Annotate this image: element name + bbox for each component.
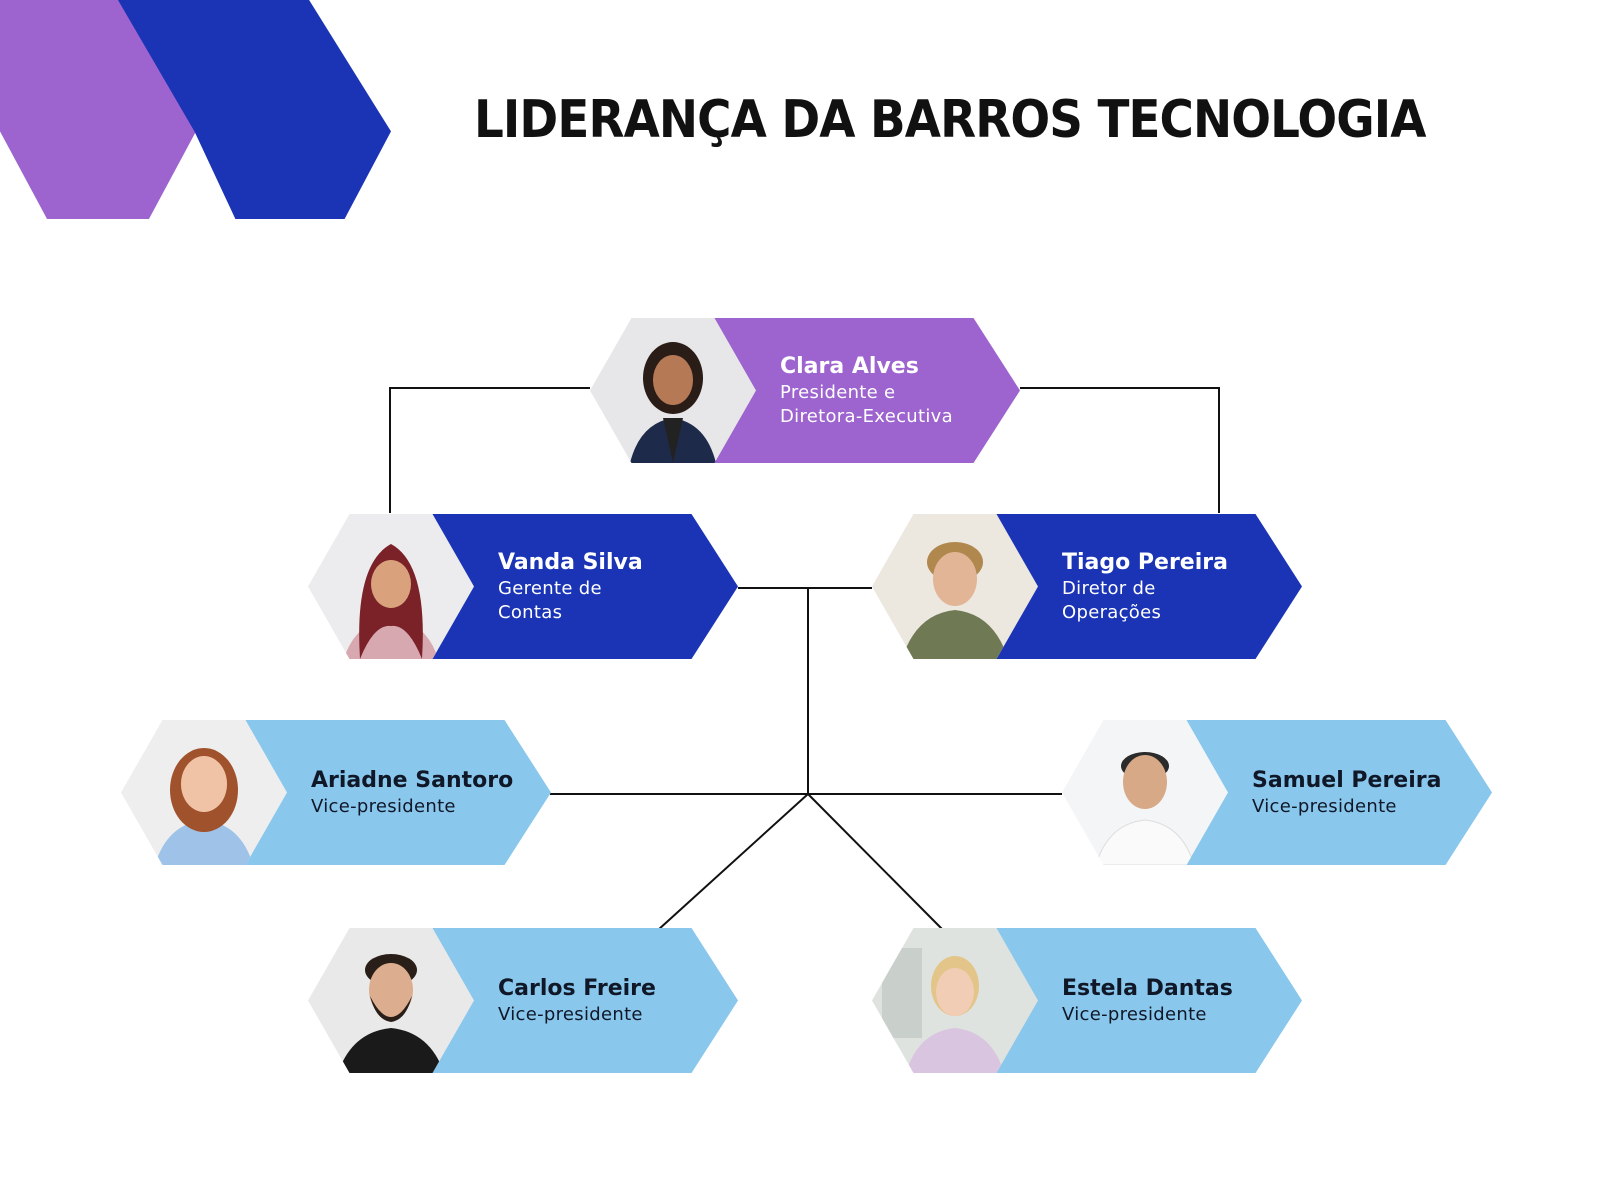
person-role: Vice-presidente xyxy=(1062,1003,1207,1025)
person-role: Vice-presidente xyxy=(1252,795,1397,817)
org-card-carlos: Carlos Freire Vice-presidente xyxy=(308,928,738,1073)
person-role: Presidente e Diretora-Executiva xyxy=(780,381,953,427)
card-bar xyxy=(992,514,1302,659)
person-name: Estela Dantas xyxy=(1062,975,1233,1001)
avatar-tiago xyxy=(872,514,1038,659)
person-role: Gerente de Contas xyxy=(498,577,602,623)
person-name: Clara Alves xyxy=(780,353,919,379)
page-title: LIDERANÇA DA BARROS TECNOLOGIA xyxy=(474,90,1427,150)
connector-clara-tiago xyxy=(1020,387,1220,513)
org-card-vanda: Vanda Silva Gerente de Contas xyxy=(308,514,738,659)
org-card-samuel: Samuel Pereira Vice-presidente xyxy=(1062,720,1492,865)
connector-clara-vanda xyxy=(389,387,590,513)
connector-to-carlos xyxy=(657,793,809,931)
card-bar xyxy=(992,928,1302,1073)
org-card-clara: Clara Alves Presidente e Diretora-Execut… xyxy=(590,318,1020,463)
person-name: Ariadne Santoro xyxy=(311,767,514,793)
avatar-clara xyxy=(590,318,756,463)
card-bar xyxy=(428,928,738,1073)
person-name: Vanda Silva xyxy=(498,549,643,575)
person-name: Tiago Pereira xyxy=(1062,549,1228,575)
org-card-estela: Estela Dantas Vice-presidente xyxy=(872,928,1302,1073)
org-card-tiago: Tiago Pereira Diretor de Operações xyxy=(872,514,1302,659)
card-bar xyxy=(1182,720,1492,865)
card-bar xyxy=(428,514,738,659)
org-card-ariadne: Ariadne Santoro Vice-presidente xyxy=(121,720,551,865)
avatar-ariadne xyxy=(121,720,287,865)
avatar-vanda xyxy=(308,514,474,659)
person-role: Vice-presidente xyxy=(311,795,456,817)
card-bar xyxy=(241,720,551,865)
person-name: Samuel Pereira xyxy=(1252,767,1442,793)
connector-to-estela xyxy=(807,793,944,931)
person-role: Vice-presidente xyxy=(498,1003,643,1025)
person-role: Diretor de Operações xyxy=(1062,577,1162,623)
person-name: Carlos Freire xyxy=(498,975,656,1001)
card-bar xyxy=(710,318,1020,463)
